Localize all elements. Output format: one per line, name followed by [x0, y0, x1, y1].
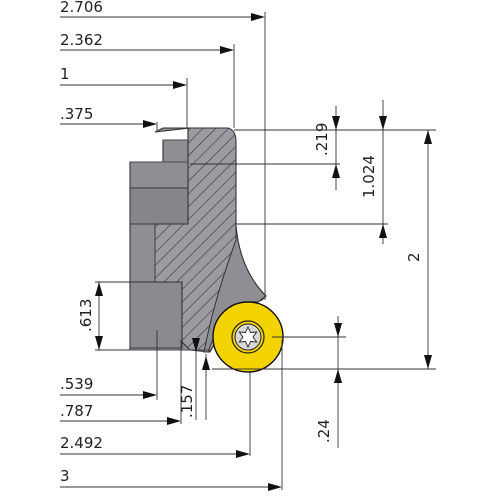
arrow-2-bottom: [424, 355, 432, 369]
torx-screw-icon: [234, 323, 262, 351]
arrow-2362: [220, 46, 234, 54]
arrow-2-top: [424, 130, 432, 144]
label-0613: .613: [77, 299, 95, 332]
label-024: .24: [315, 419, 333, 443]
arrow-1024-bottom: [379, 224, 387, 238]
arrow-0219-bottom: [332, 164, 340, 178]
arrow-0787: [167, 417, 181, 425]
label-0539: .539: [60, 375, 93, 393]
dimension-lines: [60, 12, 436, 490]
label-0157: .157: [178, 385, 196, 418]
arrow-0157-b: [202, 356, 210, 370]
label-3: 3: [60, 467, 70, 485]
keyway-step: [129, 281, 183, 349]
label-2706: 2.706: [60, 0, 103, 16]
arrow-0613-top: [95, 282, 103, 296]
arrow-024-bottom: [334, 369, 342, 383]
arrow-0157-a: [192, 338, 200, 352]
label-0375: .375: [60, 105, 93, 123]
arrow-1024-top: [379, 116, 387, 130]
arrow-3: [268, 483, 282, 491]
dimension-labels: 2.706 2.362 1 .375 .539 .787 2.492 3 .21…: [60, 0, 423, 485]
arrow-0539: [143, 391, 157, 399]
arrow-0375: [143, 120, 157, 128]
insert-hole: [231, 320, 265, 354]
arrow-024-top: [334, 323, 342, 337]
label-2: 2: [405, 252, 423, 262]
label-2362: 2.362: [60, 31, 103, 49]
round-insert: [212, 301, 284, 373]
arrowheads: [95, 13, 432, 491]
label-1: 1: [60, 65, 70, 83]
arrow-0613-bottom: [95, 336, 103, 350]
arrow-0219-top: [332, 116, 340, 130]
label-0787: .787: [60, 402, 93, 420]
label-1024: 1.024: [360, 155, 378, 198]
flange-pocket: [129, 187, 189, 225]
label-0219: .219: [313, 123, 331, 156]
arrow-2706: [251, 13, 265, 21]
label-2492: 2.492: [60, 434, 103, 452]
arrow-2492: [236, 450, 250, 458]
arrow-1: [173, 81, 187, 89]
